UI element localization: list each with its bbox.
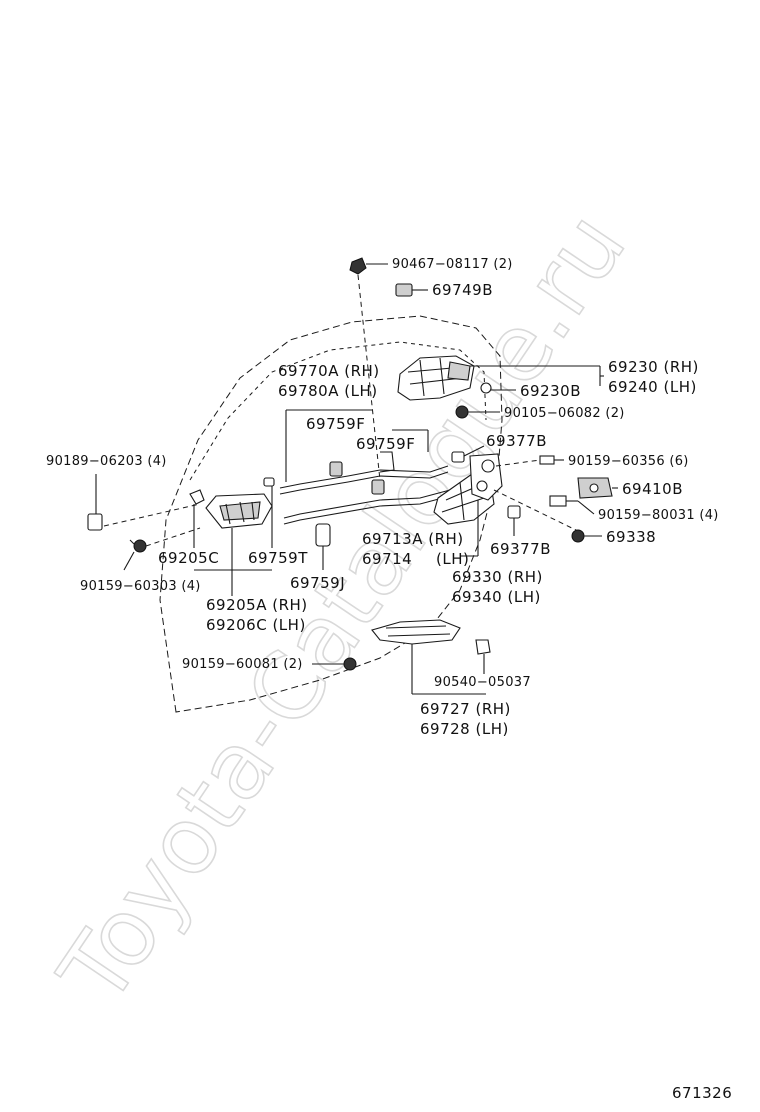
clip-69759T [263, 477, 275, 548]
label-90159-60356: 90159−60356 (6) [568, 454, 689, 469]
label-69205C: 69205C [158, 549, 219, 567]
label-69759F-2: 69759F [356, 435, 415, 453]
label-69338: 69338 [606, 528, 656, 546]
rod-69770A [279, 409, 449, 495]
rod-69759F [379, 429, 429, 473]
label-69728: 69728 (LH) [420, 720, 509, 738]
label-69780A: 69780A (LH) [278, 382, 378, 400]
bolt-90105 [455, 405, 500, 419]
clip-69377B-b [507, 505, 521, 536]
label-69759T: 69759T [248, 549, 308, 567]
watermark-text: Toyota-Catalogue.ru [39, 194, 647, 1023]
label-90159-60303: 90159−60303 (4) [80, 579, 201, 594]
label-69713A: 69713A (RH) [362, 530, 464, 548]
rod-69713A [283, 489, 451, 525]
label-69714-lh: (LH) [436, 550, 469, 568]
label-69749B: 69749B [432, 281, 493, 299]
label-90159-80031: 90159−80031 (4) [598, 508, 719, 523]
label-90540: 90540−05037 [434, 675, 531, 690]
inside-handle-69205A [205, 493, 273, 529]
label-69714: 69714 [362, 550, 412, 568]
diagram-id: 671326 [672, 1084, 732, 1102]
label-69230: 69230 (RH) [608, 358, 699, 376]
label-69410B: 69410B [622, 480, 683, 498]
clip-69759F-b [371, 479, 385, 495]
screw-90159-60303 [123, 539, 147, 571]
screw-90159-80031 [549, 495, 595, 515]
bolt-69338 [571, 529, 602, 543]
clip-69759J [315, 523, 331, 570]
door-outline [159, 315, 503, 713]
bolt-90467 [349, 257, 388, 275]
screw-69230B [480, 382, 516, 394]
striker-69410B [577, 477, 618, 499]
outside-handle-69230 [397, 355, 475, 401]
label-69206C: 69206C (LH) [206, 616, 306, 634]
label-90159-60081: 90159−60081 (2) [182, 657, 303, 672]
screw-90159-60081 [312, 657, 357, 671]
label-90467: 90467−08117 (2) [392, 257, 513, 272]
label-69759F-1: 69759F [306, 415, 365, 433]
label-69377B-1: 69377B [486, 432, 547, 450]
clip-69759F-a [329, 461, 343, 477]
label-90189: 90189−06203 (4) [46, 454, 167, 469]
cable-69727 [371, 619, 486, 695]
label-69205A: 69205A (RH) [206, 596, 308, 614]
label-69770A: 69770A (RH) [278, 362, 380, 380]
clip-69377B-a [451, 445, 485, 463]
label-69240: 69240 (LH) [608, 378, 697, 396]
lock-69330 [433, 453, 503, 525]
clip-90189 [87, 474, 201, 531]
screw-90159-60356 [539, 455, 564, 465]
label-69230B: 69230B [520, 382, 581, 400]
grommet-90540 [475, 639, 491, 674]
clip-69749B [395, 283, 428, 297]
screw-69205C [189, 489, 205, 548]
label-69330: 69330 (RH) [452, 568, 543, 586]
label-69340: 69340 (LH) [452, 588, 541, 606]
label-69377B-2: 69377B [490, 540, 551, 558]
label-69727: 69727 (RH) [420, 700, 511, 718]
label-69759J: 69759J [290, 574, 345, 592]
label-90105: 90105−06082 (2) [504, 406, 625, 421]
